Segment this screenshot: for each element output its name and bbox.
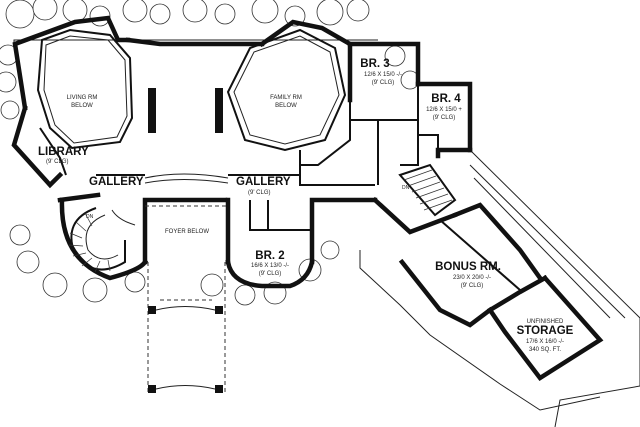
br4-ceiling: (9' CLG) [433, 115, 455, 121]
portico [148, 299, 223, 393]
storage-area: 340 SQ. FT. [529, 347, 561, 353]
bonus-rm-size: 23/0 X 20/0 -/- [453, 275, 491, 281]
bonus-rm-label: BONUS RM. [435, 261, 501, 273]
library-label: LIBRARY [38, 146, 89, 158]
curved-stair: DN [68, 207, 136, 273]
library-ceiling: (9' CLG) [46, 159, 68, 165]
br4-label: BR. 4 [431, 93, 461, 105]
interior-walls [36, 28, 521, 395]
landscape-trees [0, 0, 420, 306]
stair-dn-label-left: DN [86, 214, 94, 220]
family-rm-below: BELOW [275, 103, 297, 109]
storage-unfinished: UNFINISHED [527, 319, 564, 325]
br2-size: 16/6 X 13/0 -/- [251, 263, 289, 269]
storage-size: 17/6 X 16/0 -/- [526, 339, 564, 345]
family-rm-label: FAMILY RM [270, 95, 302, 101]
br3-size: 12/6 X 15/0 -/- [364, 72, 402, 78]
gallery-right-ceiling: (9' CLG) [248, 190, 270, 196]
br2-label: BR. 2 [255, 250, 284, 262]
living-rm-below: BELOW [71, 103, 93, 109]
foyer-label: FOYER BELOW [165, 229, 209, 235]
storage-label: STORAGE [517, 325, 574, 337]
living-rm-label: LIVING RM [67, 95, 98, 101]
br2-ceiling: (9' CLG) [259, 271, 281, 277]
br3-label: BR. 3 [360, 58, 389, 70]
stair-dn-label-right: DN [402, 185, 410, 191]
gallery-left-label: GALLERY [89, 176, 144, 188]
bonus-rm-ceiling: (9' CLG) [461, 283, 483, 289]
exterior-walls [11, 15, 604, 382]
br4-size: 12/6 X 15/0 + [426, 107, 462, 113]
room-labels: LIVING RM BELOW FAMILY RM BELOW LIBRARY … [38, 58, 574, 353]
roof-lines [13, 39, 640, 427]
gallery-right-label: GALLERY [236, 176, 291, 188]
br3-ceiling: (9' CLG) [372, 80, 394, 86]
straight-stair: DN [398, 163, 457, 217]
